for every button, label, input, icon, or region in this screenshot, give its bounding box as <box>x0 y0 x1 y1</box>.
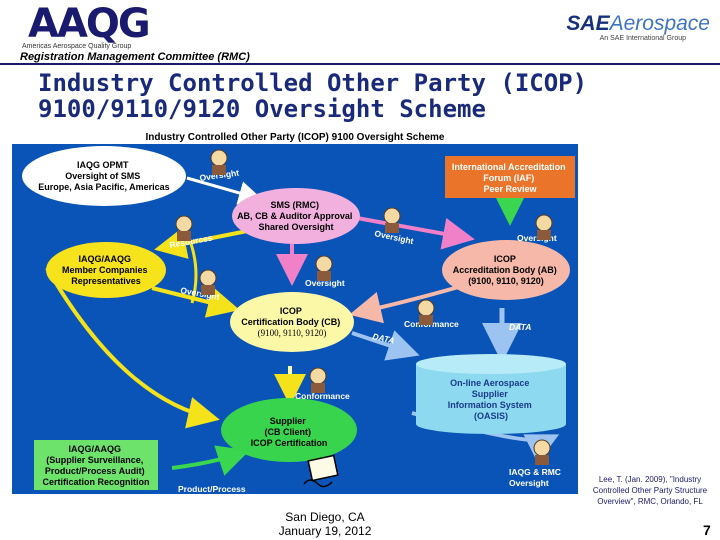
cb-line-2: Certification Body (CB) <box>241 317 340 327</box>
sae-aerospace-logo: SAEAerospace <box>566 12 710 36</box>
recognition-line-4: Certification Recognition <box>42 477 149 487</box>
inspector-figure-icon <box>310 368 326 393</box>
page-number: 7 <box>703 522 711 538</box>
label-data-1: DATA <box>509 322 531 332</box>
inspector-figure-icon <box>418 300 434 325</box>
ab-line-1: ICOP <box>494 254 516 264</box>
cb-line-1: ICOP <box>280 306 302 316</box>
supplier-line-3: ICOP Certification <box>251 438 328 448</box>
footer-date: January 19, 2012 <box>270 524 380 538</box>
cb-line-3: (9100, 9110, 9120) <box>258 328 327 338</box>
oversight-scheme-diagram: Industry Controlled Other Party (ICOP) 9… <box>12 128 578 494</box>
slide-title: Industry Controlled Other Party (ICOP) 9… <box>38 70 587 122</box>
member-line-3: Representatives <box>71 276 141 286</box>
sae-logo-subtitle: An SAE International Group <box>600 35 686 42</box>
footer-location-date: San Diego, CA January 19, 2012 <box>270 510 380 538</box>
ab-line-3: (9100, 9110, 9120) <box>468 276 544 286</box>
oasis-line-1: On-line Aerospace <box>450 378 529 388</box>
header-divider <box>0 63 720 65</box>
inspector-figure-icon <box>200 270 216 295</box>
sms-line-3: Shared Oversight <box>258 222 333 232</box>
iaf-line-3: Peer Review <box>483 184 537 194</box>
committee-name: Registration Management Committee (RMC) <box>20 51 250 63</box>
inspector-figure-icon <box>316 256 332 281</box>
iaqg-rmc-line-2: Oversight <box>509 478 549 488</box>
source-citation: Lee, T. (Jan. 2009), "Industry Controlle… <box>582 474 718 507</box>
footer-location: San Diego, CA <box>270 510 380 524</box>
iaf-line-1: International Accreditation <box>452 162 566 172</box>
inspector-figure-icon <box>211 150 227 175</box>
opmt-line-1: IAQG OPMT <box>77 160 129 170</box>
oversight-scheme-svg: Industry Controlled Other Party (ICOP) 9… <box>12 128 578 494</box>
inspector-figure-icon <box>534 440 550 465</box>
oasis-line-2: Supplier <box>472 389 509 399</box>
slide-title-line-2: 9100/9110/9120 Oversight Scheme <box>38 96 587 122</box>
sae-logo-bold: SAE <box>566 12 609 35</box>
slide-title-line-1: Industry Controlled Other Party (ICOP) <box>38 70 587 96</box>
oasis-top <box>416 354 566 374</box>
opmt-line-3: Europe, Asia Pacific, Americas <box>38 182 169 192</box>
aaqg-logo-subtitle: Americas Aerospace Quality Group <box>22 43 131 50</box>
sms-line-1: SMS (RMC) <box>270 200 319 210</box>
label-product-process: Product/Process <box>178 484 246 494</box>
sms-line-2: AB, CB & Auditor Approval <box>237 211 352 221</box>
recognition-line-3: Product/Process Audit) <box>45 466 145 476</box>
iaf-line-2: Forum (IAF) <box>483 173 534 183</box>
recognition-line-2: (Supplier Surveillance, <box>46 455 143 465</box>
iaqg-rmc-line-1: IAQG & RMC <box>509 467 561 477</box>
ab-line-2: Accreditation Body (AB) <box>453 265 557 275</box>
diagram-banner-text: Industry Controlled Other Party (ICOP) 9… <box>146 132 445 143</box>
sae-logo-light: Aerospace <box>610 12 710 35</box>
inspector-figure-icon <box>384 208 400 233</box>
recognition-line-1: IAQG/AAQG <box>68 444 121 454</box>
inspector-figure-icon <box>176 216 192 241</box>
inspector-figure-icon <box>536 215 552 240</box>
oasis-line-3: Information System <box>448 400 532 410</box>
opmt-line-2: Oversight of SMS <box>65 171 140 181</box>
supplier-line-1: Supplier <box>270 416 307 426</box>
oasis-line-4: (OASIS) <box>474 411 508 421</box>
supplier-line-2: (CB Client) <box>264 427 311 437</box>
member-line-2: Member Companies <box>62 265 148 275</box>
member-line-1: IAQG/AAQG <box>78 254 131 264</box>
aaqg-logo: AAQG <box>28 4 149 44</box>
